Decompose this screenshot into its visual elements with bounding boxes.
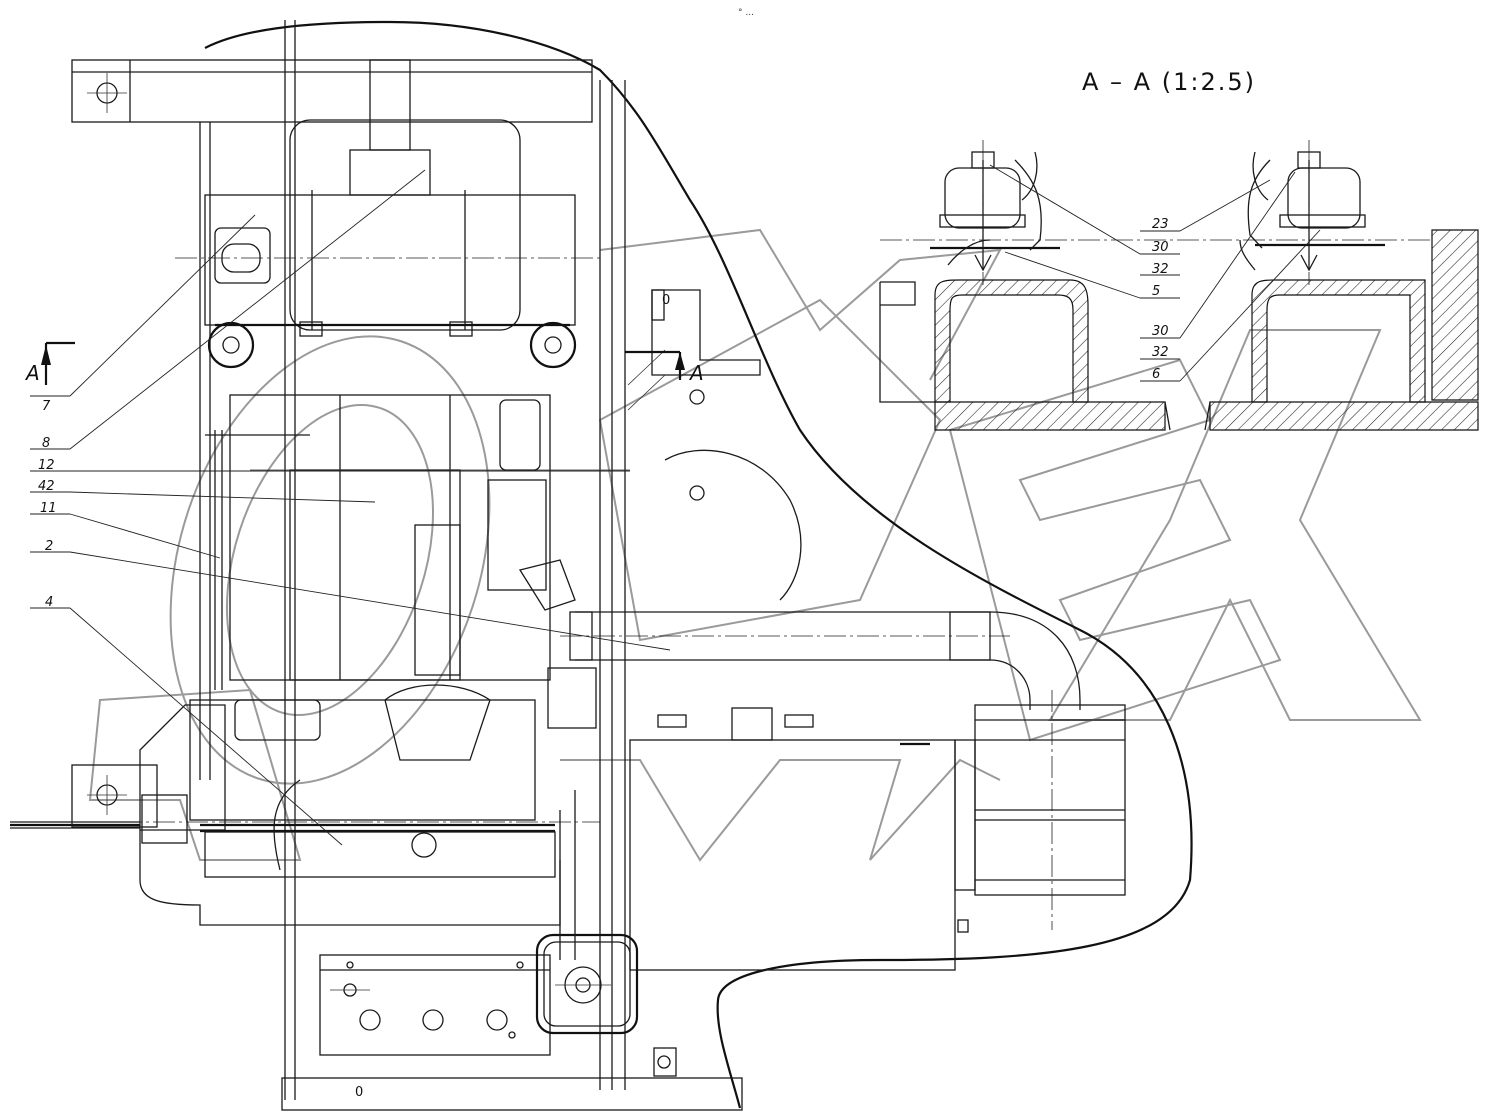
watermark-logo [88,228,1422,862]
callout-30b: 30 [1152,324,1169,339]
oil-filter [535,667,639,1035]
callout-6: 6 [1152,367,1160,382]
leader-lines-section [989,164,1321,382]
callout-8: 8 [42,436,50,451]
callout-2: 2 [45,539,53,554]
zero-mark-upper: 0 [662,293,670,308]
zero-mark-lower: 0 [355,1085,363,1100]
side-housing [629,707,969,971]
section-view [879,140,1479,431]
radiator-tank [175,149,600,369]
callout-5: 5 [1152,284,1160,299]
section-cut-marker-left: A [24,341,75,385]
callout-42: 42 [38,479,55,494]
engine-block [205,394,630,690]
callout-32a: 32 [1152,262,1169,277]
frame-bracket-right [627,289,802,1077]
base-plate [319,954,551,1056]
fan-assembly [10,684,600,926]
muffler [954,690,1126,930]
callout-4: 4 [45,595,53,610]
leader-lines-main [30,169,671,846]
callout-12: 12 [38,458,55,473]
section-marker-right: A [688,361,704,385]
section-marker-left: A [24,361,40,385]
header-mark: ° ... [738,8,754,18]
main-frame [199,20,743,1111]
lower-mount-bracket [71,764,158,828]
section-title: A – A (1:2.5) [1082,68,1256,96]
section-cut-marker-right: A [625,350,704,385]
callout-32b: 32 [1152,345,1169,360]
callout-23: 23 [1152,217,1169,232]
break-contour [204,20,1193,1109]
exhaust-pipe [518,559,1081,710]
callout-7: 7 [42,399,51,414]
top-mount-bracket [71,59,593,151]
callout-30a: 30 [1152,240,1169,255]
callout-11: 11 [40,501,57,516]
